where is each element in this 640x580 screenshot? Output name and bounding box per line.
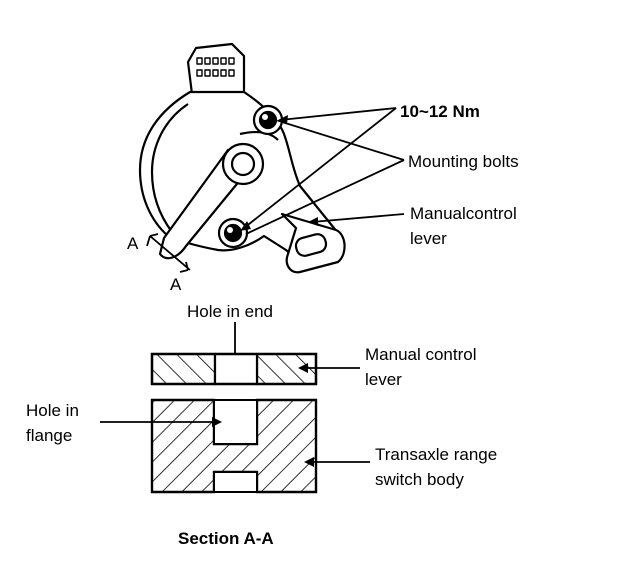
- connector: [186, 42, 246, 96]
- manual-control-lever: [280, 212, 346, 274]
- switch-inner-arc: [150, 103, 189, 233]
- switch-body-cross-section: [150, 398, 318, 494]
- leader-arrowheads-section: [212, 363, 314, 467]
- connector-pins: [196, 57, 235, 77]
- section-marker-lower: A: [170, 275, 182, 294]
- upper-mounting-bolt-icon: [252, 104, 284, 136]
- section-lever-label-1: Manual control: [365, 345, 477, 364]
- section-lever-label-2: lever: [365, 370, 402, 389]
- leader-lines-top: [243, 107, 405, 235]
- leader-lines-section: [100, 367, 370, 463]
- manual-control-lever-label-2: lever: [410, 229, 447, 248]
- torque-label: 10~12 Nm: [400, 102, 480, 121]
- section-line-a-a: [146, 233, 191, 273]
- switch-body-label-1: Transaxle range: [375, 445, 497, 464]
- leader-arrowheads-top: [240, 115, 318, 231]
- hole-in-flange-label-2: flange: [26, 426, 72, 445]
- hole-in-flange-label-1: Hole in: [26, 401, 79, 420]
- hole-in-end-label: Hole in end: [187, 302, 273, 321]
- manual-control-lever-label-1: Manualcontrol: [410, 204, 517, 223]
- pivot-arm: [158, 142, 265, 260]
- switch-body-label-2: switch body: [375, 470, 464, 489]
- section-marker-upper: A: [127, 234, 139, 253]
- mounting-bolts-label: Mounting bolts: [408, 152, 519, 171]
- lower-mounting-bolt-icon: [217, 217, 249, 249]
- range-switch-assembly: [138, 42, 346, 274]
- section-title: Section A-A: [178, 529, 274, 548]
- lever-cross-section: [150, 352, 318, 386]
